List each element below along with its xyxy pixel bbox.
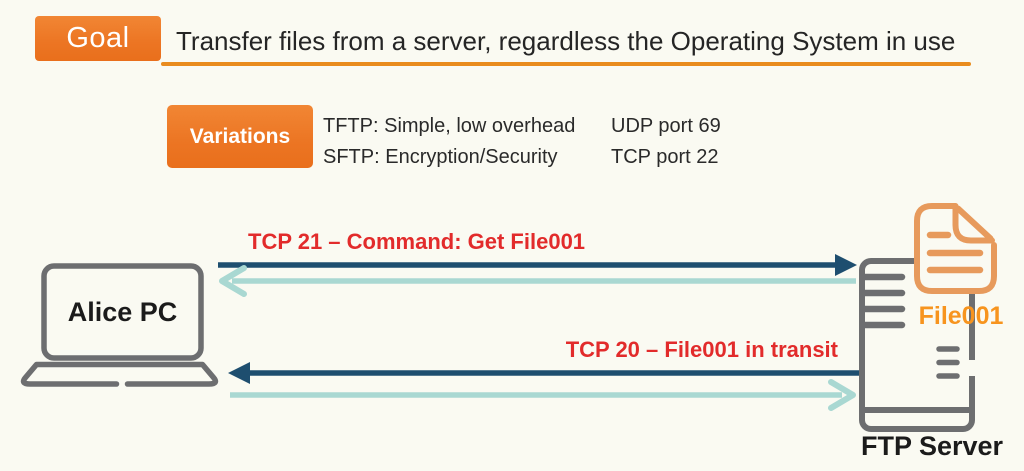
variations-badge-label: Variations [189,124,291,148]
arrow-return-ack-1 [219,265,856,297]
flow-label-tcp20: TCP 20 – File001 in transit [565,337,838,362]
ftp-server-label: FTP Server [860,431,1004,461]
variation-feature-sftp: SFTP: Encryption/Security [323,146,558,168]
arrow-tcp21-command [218,254,857,276]
goal-badge: Goal [35,16,161,61]
goal-underline [161,62,971,66]
file001-label: File001 [918,302,1004,330]
variation-port-sftp: TCP port 22 [611,146,719,168]
goal-badge-label: Goal [66,22,130,54]
laptop-icon [20,263,219,387]
arrow-tcp20-data [228,362,860,384]
arrow-return-ack-2 [230,379,856,411]
variations-port-list: UDP port 69 TCP port 22 [611,111,721,173]
variations-badge: Variations [167,105,313,168]
variation-port-tftp: UDP port 69 [611,115,721,137]
file-icon [914,203,997,294]
goal-text: Transfer files from a server, regardless… [176,26,956,56]
variation-feature-tftp: TFTP: Simple, low overhead [323,115,576,137]
variations-feature-list: TFTP: Simple, low overhead SFTP: Encrypt… [323,111,575,173]
flow-label-tcp21: TCP 21 – Command: Get File001 [248,229,586,254]
client-pc-label: Alice PC [67,297,178,327]
